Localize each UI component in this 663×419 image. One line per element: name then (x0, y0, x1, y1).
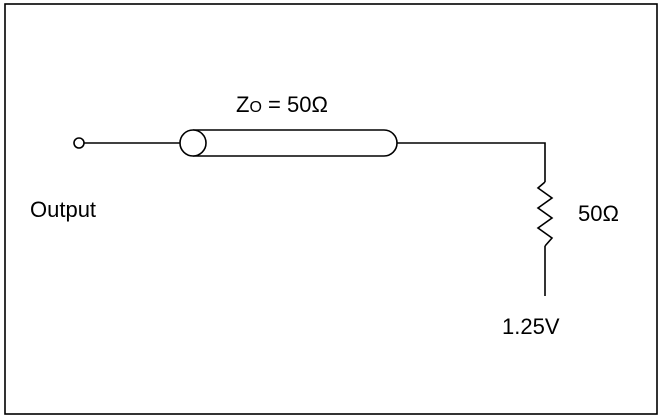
voltage-label: 1.25V (502, 314, 560, 339)
output-wire (397, 142, 546, 182)
impedance-label: ZO = 50Ω (236, 92, 328, 117)
impedance-label-main: Z (236, 92, 249, 117)
impedance-label-subscript: O (249, 99, 261, 116)
coax-end-cap (179, 129, 207, 157)
impedance-label-value: = 50Ω (262, 92, 328, 117)
resistor-symbol (536, 181, 554, 247)
output-terminal (73, 137, 85, 149)
output-label: Output (30, 197, 96, 222)
diagram-frame (4, 3, 658, 415)
resistor-label: 50Ω (578, 201, 619, 226)
